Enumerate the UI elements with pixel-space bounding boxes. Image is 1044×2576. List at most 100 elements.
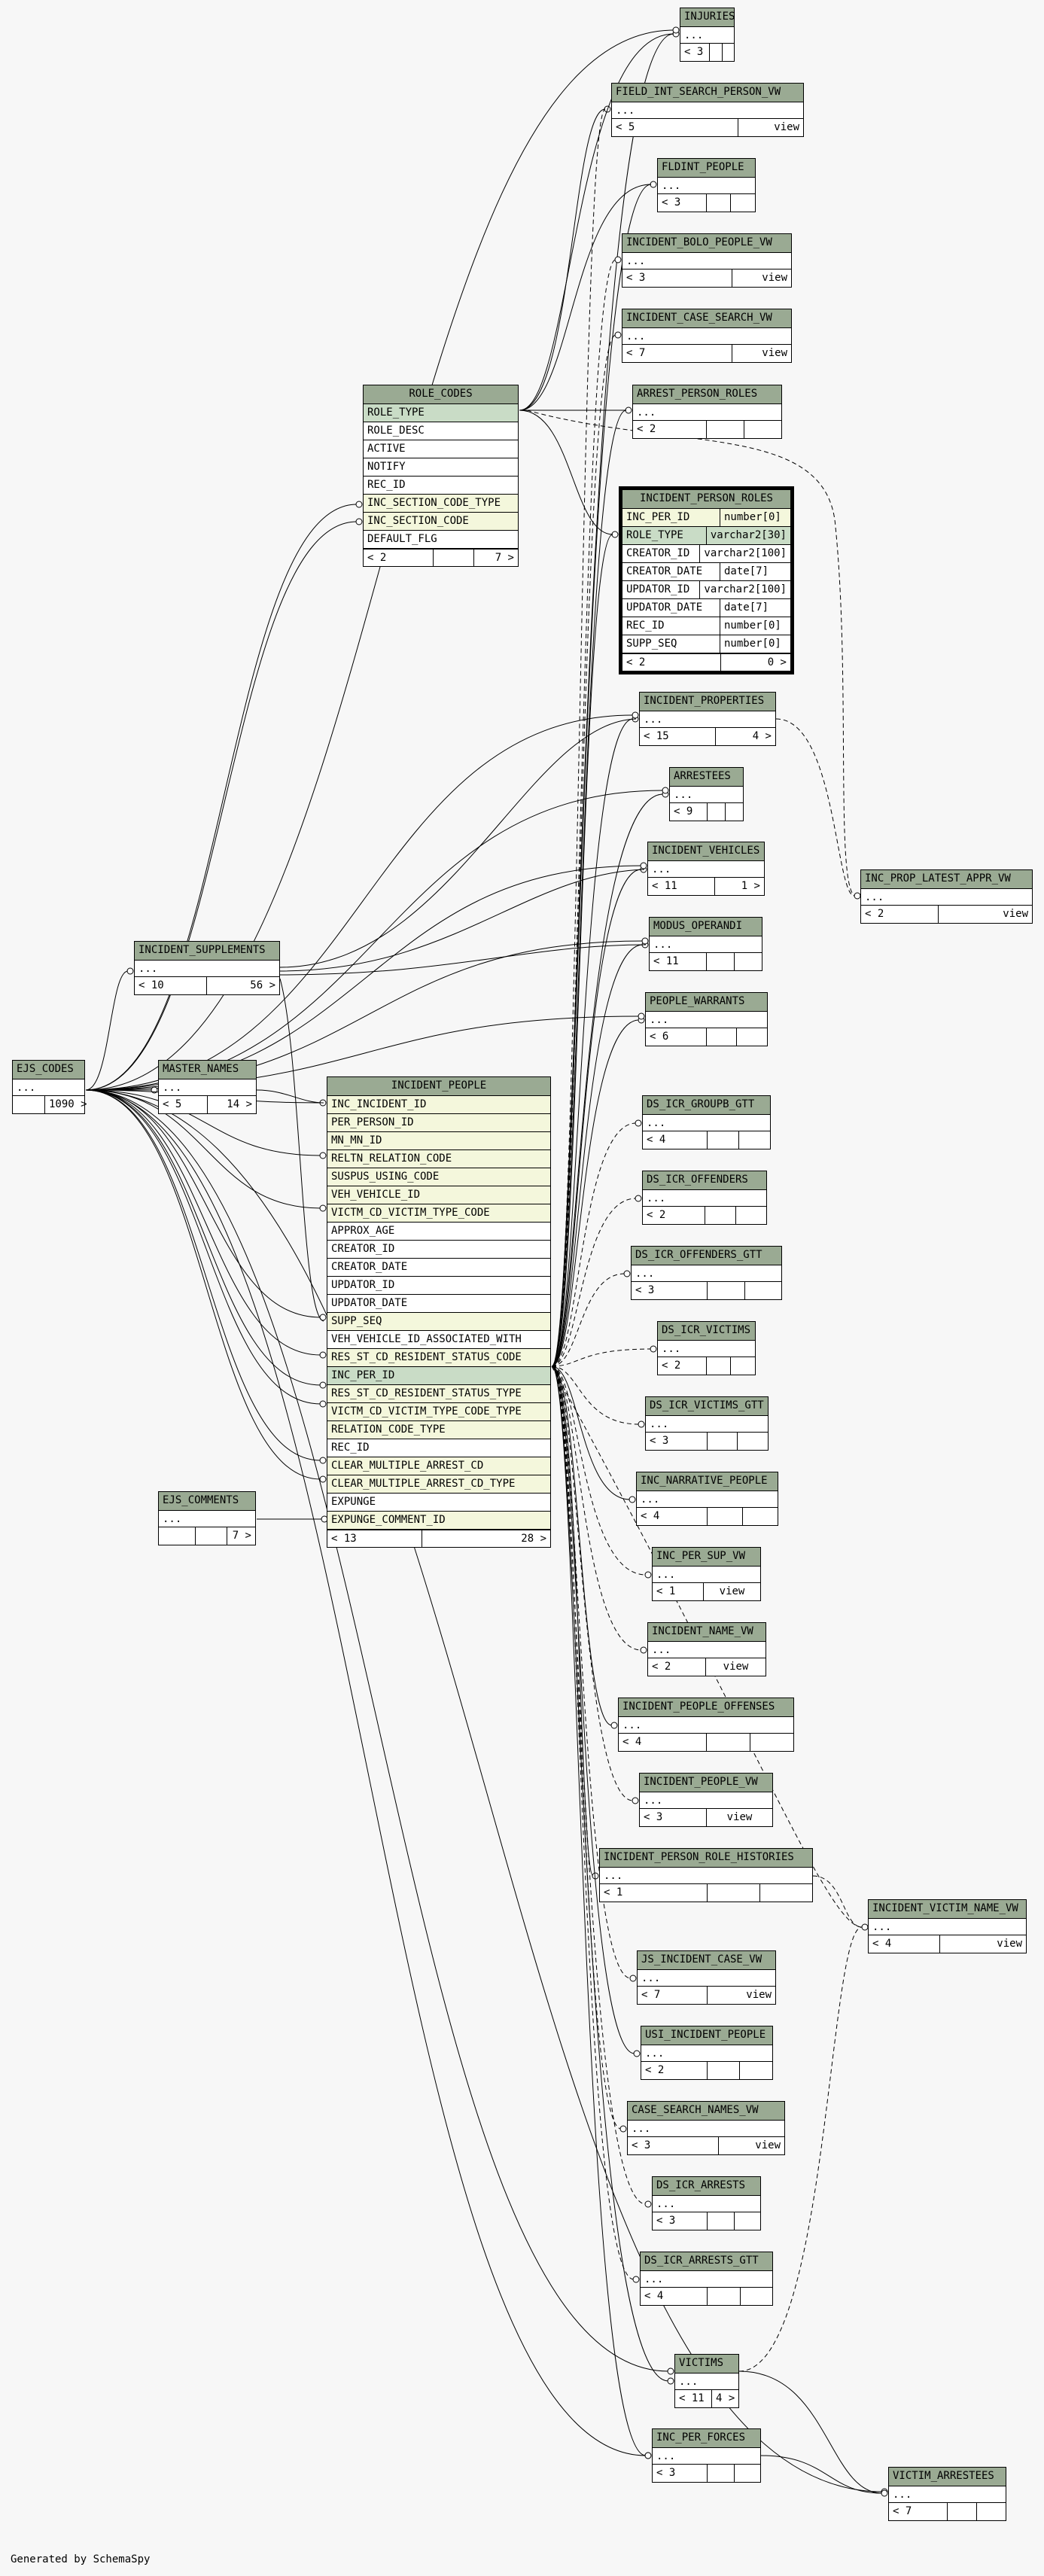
parent-count: < 2 — [865, 908, 884, 920]
more-columns: ... — [622, 328, 791, 345]
foot-cell — [742, 1508, 778, 1525]
table-name: INCIDENT_PEOPLE_VW — [640, 1774, 772, 1792]
table-victim-arrestees[interactable]: VICTIM_ARRESTEES ... < 7 — [888, 2467, 1006, 2521]
foot-cell — [707, 1433, 737, 1450]
foot-cell — [730, 1357, 755, 1375]
child-count: 1090 > — [44, 1096, 87, 1113]
table-ds-icr-victims[interactable]: DS_ICR_VICTIMS ... < 2 — [657, 1321, 756, 1375]
table-incident-people[interactable]: INCIDENT_PEOPLE INC_INCIDENT_ID PER_PERS… — [327, 1076, 551, 1548]
table-ds-icr-arrests[interactable]: DS_ICR_ARRESTS ... < 3 — [652, 2176, 761, 2230]
parent-count: < 9 — [674, 805, 693, 818]
table-ds-icr-offenders-gtt[interactable]: DS_ICR_OFFENDERS_GTT ... < 3 — [631, 1246, 782, 1300]
foot-cell — [706, 194, 730, 212]
parent-count: < 2 — [637, 423, 656, 435]
parent-count: < 7 — [893, 2505, 912, 2517]
relationship-endpoint — [632, 1797, 639, 1804]
table-incident-people-offenses[interactable]: INCIDENT_PEOPLE_OFFENSES ... < 4 — [618, 1698, 794, 1752]
more-columns: ... — [653, 1567, 760, 1583]
relationship-line — [85, 970, 129, 1091]
child-count: 1 > — [714, 878, 764, 895]
view-flag: view — [732, 345, 791, 362]
table-name: CASE_SEARCH_NAMES_VW — [628, 2102, 784, 2121]
generated-by-footer: Generated by SchemaSpy — [11, 2553, 151, 2565]
table-injuries[interactable]: INJURIES ... < 3 — [680, 8, 735, 62]
relationship-line — [85, 1089, 321, 1461]
relationship-line — [85, 1089, 321, 1405]
table-name: INCIDENT_PERSON_ROLES — [622, 490, 790, 509]
relationship-endpoint — [611, 531, 619, 538]
table-ejs-comments[interactable]: EJS_COMMENTS ... 7 > — [158, 1491, 256, 1545]
table-arrest-person-roles[interactable]: ARREST_PERSON_ROLES ... < 2 — [632, 385, 782, 439]
table-ds-icr-groupb-gtt[interactable]: DS_ICR_GROUPB_GTT ... < 4 — [642, 1095, 771, 1149]
view-flag: view — [738, 119, 803, 136]
parent-count: < 7 — [626, 347, 646, 359]
parent-count: < 6 — [650, 1031, 669, 1043]
column-updator-id: UPDATOR_ID — [622, 581, 701, 598]
relationship-line — [85, 1089, 321, 1480]
table-ds-icr-offenders[interactable]: DS_ICR_OFFENDERS ... < 2 — [642, 1171, 767, 1225]
table-role-codes[interactable]: ROLE_CODES ROLE_TYPE ROLE_DESC ACTIVE NO… — [363, 385, 519, 567]
column-creator-id: CREATOR_ID — [331, 1243, 395, 1255]
foot-cell — [740, 2288, 772, 2305]
column-victm-cd-victim-type-code: VICTM_CD_VICTIM_TYPE_CODE — [331, 1207, 490, 1219]
column-role-type: ROLE_TYPE — [622, 527, 707, 544]
relationship-line — [551, 1366, 635, 2280]
table-people-warrants[interactable]: PEOPLE_WARRANTS ... < 6 — [645, 992, 768, 1046]
table-name: INCIDENT_NAME_VW — [648, 1623, 765, 1642]
relationship-endpoint — [629, 1975, 637, 1982]
foot-cell — [706, 1734, 750, 1751]
table-name: DS_ICR_GROUPB_GTT — [643, 1096, 770, 1115]
table-ds-icr-victims-gtt[interactable]: DS_ICR_VICTIMS_GTT ... < 3 — [645, 1396, 769, 1451]
column-creator-id: CREATOR_ID — [622, 545, 701, 562]
parent-count: < 2 — [645, 2064, 665, 2076]
table-inc-per-forces[interactable]: INC_PER_FORCES ... < 3 — [652, 2428, 761, 2483]
table-name: INCIDENT_PEOPLE — [327, 1077, 550, 1096]
table-ejs-codes[interactable]: EJS_CODES ... 1090 > — [12, 1060, 87, 1114]
column-rec-id: REC_ID — [622, 617, 720, 635]
table-inc-narrative-people[interactable]: INC_NARRATIVE_PEOPLE ... < 4 — [636, 1472, 778, 1526]
column-role-desc: ROLE_DESC — [367, 425, 425, 437]
relationship-endpoint — [319, 1400, 327, 1408]
table-name: INCIDENT_PERSON_ROLE_HISTORIES — [600, 1849, 812, 1868]
table-arrestees[interactable]: ARRESTEES ... < 9 — [669, 767, 744, 821]
column-type: number[0] — [724, 620, 781, 632]
table-fldint-people[interactable]: FLDINT_PEOPLE ... < 3 — [657, 158, 756, 212]
relationship-endpoint — [632, 2276, 640, 2283]
table-incident-person-role-histories[interactable]: INCIDENT_PERSON_ROLE_HISTORIES ... < 1 — [599, 1848, 813, 1902]
view-flag: view — [939, 1935, 1026, 1953]
more-columns: ... — [628, 2121, 784, 2137]
relationship-line — [551, 1366, 634, 1801]
table-name: PEOPLE_WARRANTS — [646, 993, 767, 1012]
parent-count: < 3 — [662, 196, 681, 209]
table-name: INCIDENT_VICTIM_NAME_VW — [869, 1900, 1026, 1919]
table-usi-incident-people[interactable]: USI_INCIDENT_PEOPLE ... < 2 — [641, 2026, 773, 2080]
relationship-endpoint — [861, 1923, 869, 1931]
table-ds-icr-arrests-gtt[interactable]: DS_ICR_ARRESTS_GTT ... < 4 — [640, 2252, 773, 2306]
more-columns: ... — [135, 961, 279, 977]
foot-cell — [750, 1734, 793, 1751]
parent-count: < 2 — [662, 1360, 681, 1372]
child-count: 56 > — [206, 977, 279, 994]
foot-cell — [433, 550, 473, 566]
table-name: INC_PER_SUP_VW — [653, 1548, 760, 1567]
more-columns: ... — [648, 1642, 765, 1658]
relationship-endpoint — [650, 1345, 657, 1353]
relationship-endpoint — [623, 1270, 631, 1277]
table-modus-operandi[interactable]: MODUS_OPERANDI ... < 11 — [649, 917, 762, 971]
